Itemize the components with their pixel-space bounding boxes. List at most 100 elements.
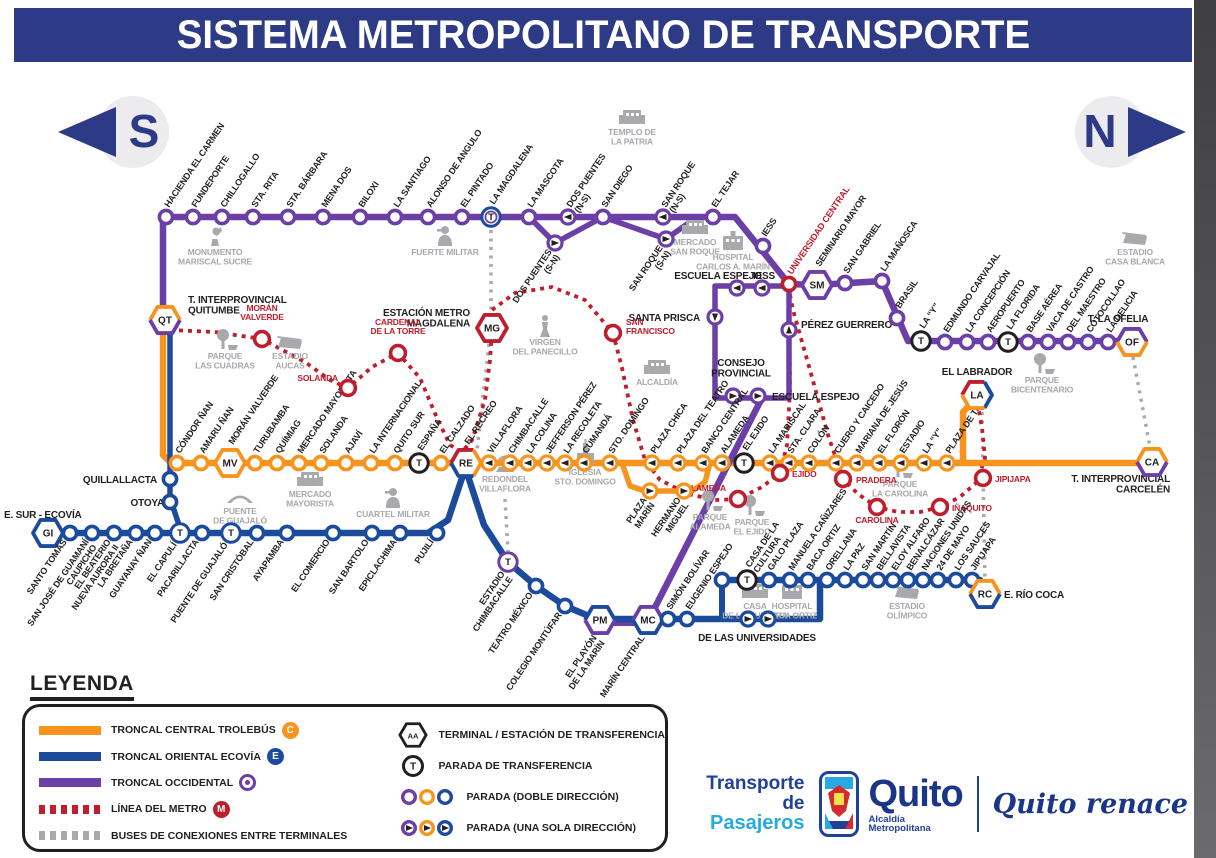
station-stop [833, 469, 853, 489]
svg-text:GI: GI [43, 529, 54, 540]
line-occidental-loop [712, 283, 792, 401]
legend-symbol-label: PARADA DE TRANSFERENCIA [438, 759, 593, 772]
station-rc-rc: RC [968, 579, 1002, 609]
caption-alameda: ALAMEDA [685, 483, 726, 493]
two-way-stop-icon [401, 788, 454, 805]
svg-text:STA. RITA: STA. RITA [249, 169, 281, 209]
legend-symbol-parada-una-sola-direccion: PARADA (UNA SOLA DIRECCIÓN) [398, 815, 665, 841]
compass-letter: N [1083, 105, 1116, 157]
station-stop [753, 279, 771, 297]
station-stop [780, 321, 798, 339]
legend-swatch [39, 831, 101, 841]
svg-text:EL TEJAR: EL TEJAR [709, 168, 741, 209]
legend-symbol-label: TERMINAL / ESTACIÓN DE TRANSFERENCIA [438, 728, 665, 741]
caption-perez-guerrero: PÉREZ GUERRERO [801, 318, 893, 331]
svg-text:RC: RC [978, 590, 992, 601]
station-stop [706, 308, 724, 326]
svg-text:LA “Y”: LA “Y” [920, 426, 944, 455]
svg-text:OF: OF [1125, 338, 1139, 349]
station-stop [930, 497, 950, 517]
svg-text:LA: LA [970, 391, 983, 402]
svg-text:AYAPAMBA: AYAPAMBA [250, 537, 286, 583]
station-stop [388, 343, 408, 363]
svg-text:IÑAQUITO: IÑAQUITO [952, 503, 992, 513]
legend-item-troncal-occidental: TRONCAL OCCIDENTAL [39, 771, 354, 795]
line-ecovia-center [462, 468, 824, 623]
station-stop [770, 463, 790, 483]
caption-pradera: PRADERA [856, 475, 897, 485]
landmark-fuerte-militar: FUERTE MILITAR [411, 226, 479, 257]
svg-text:T: T [177, 528, 183, 539]
caption-de-las-universidades: DE LAS UNIVERSIDADES [698, 633, 816, 644]
station-brasil: BRASIL [888, 277, 920, 327]
svg-text:ESCUELA ESPEJO: ESCUELA ESPEJO [772, 392, 860, 403]
landmark-cuartel-militar: CUARTEL MILITAR [356, 488, 430, 519]
svg-text:PM: PM [593, 616, 608, 627]
svg-text:MG: MG [484, 324, 500, 335]
caption-solanda: SOLANDA [297, 373, 338, 383]
caption-escuela-espejo: ESCUELA ESPEJO [674, 271, 762, 282]
quito-renace-slogan: Quito renace [992, 788, 1188, 820]
svg-text:T: T [741, 458, 747, 469]
station-ca-ca: CA [1135, 447, 1169, 477]
svg-text:LA “Y”: LA “Y” [917, 301, 941, 330]
legend-symbol-label: PARADA (UNA SOLA DIRECCIÓN) [466, 821, 637, 834]
legend-badge-M: M [212, 800, 230, 818]
caption-quillallacta: QUILLALLACTA [83, 475, 157, 486]
svg-text:ALAMEDA: ALAMEDA [685, 483, 726, 493]
station-stop [749, 387, 767, 405]
station-dos-puentes-s-n: DOS PUENTES(S-N) [511, 234, 564, 305]
brand-transporte-line1: Transporte de [706, 772, 805, 814]
svg-text:EL COMERCIO: EL COMERCIO [289, 537, 332, 593]
svg-text:E. RÍO COCA: E. RÍO COCA [1004, 588, 1064, 601]
svg-text:PÉREZ GUERRERO: PÉREZ GUERRERO [801, 318, 893, 331]
svg-text:FUERTE MILITAR: FUERTE MILITAR [411, 247, 478, 257]
svg-text:IESS: IESS [759, 216, 778, 238]
svg-text:MC: MC [640, 616, 656, 627]
caption-inaquito: IÑAQUITO [952, 503, 993, 513]
svg-text:LA MAÑOSCA: LA MAÑOSCA [878, 218, 919, 273]
svg-text:T: T [228, 528, 234, 539]
station-stop [713, 571, 731, 589]
quito-wordmark: Quito Alcaldía Metropolitana [869, 775, 964, 834]
svg-text:T: T [505, 557, 511, 568]
caption-el-labrador: EL LABRADOR [942, 367, 1014, 378]
svg-text:PRADERA: PRADERA [856, 475, 897, 485]
svg-text:BRASIL: BRASIL [893, 277, 920, 310]
station-stop [728, 279, 746, 297]
legend-symbol-parada-doble-direccion: PARADA (DOBLE DIRECCIÓN) [398, 784, 665, 810]
svg-text:EJIDO: EJIDO [792, 469, 817, 479]
station-la-la: LA [960, 380, 994, 410]
legend-item-buses-de-conexiones-entre-terminales: BUSES DE CONEXIONES ENTRE TERMINALES [39, 824, 354, 848]
svg-text:E. SUR - ECOVÍA: E. SUR - ECOVÍA [4, 508, 82, 521]
poster-edge [1194, 0, 1216, 858]
caption-e-rio-coca: E. RÍO COCA [1004, 588, 1064, 601]
station-stop [603, 323, 623, 343]
station-stop [161, 470, 179, 488]
line-trole-main [159, 330, 1152, 467]
caption-escuela-espejo: ESCUELA ESPEJO [772, 392, 860, 403]
station-stop [739, 610, 757, 628]
line-conn-ofelia-carcelen [1131, 356, 1152, 448]
svg-text:ALONSO DE ANGULO: ALONSO DE ANGULO [424, 128, 484, 210]
svg-text:LA MAGDALENA: LA MAGDALENA [487, 142, 535, 206]
svg-text:SAN ROQUE(S-N): SAN ROQUE(S-N) [627, 243, 673, 298]
legend-heading: LEYENDA [30, 672, 134, 701]
